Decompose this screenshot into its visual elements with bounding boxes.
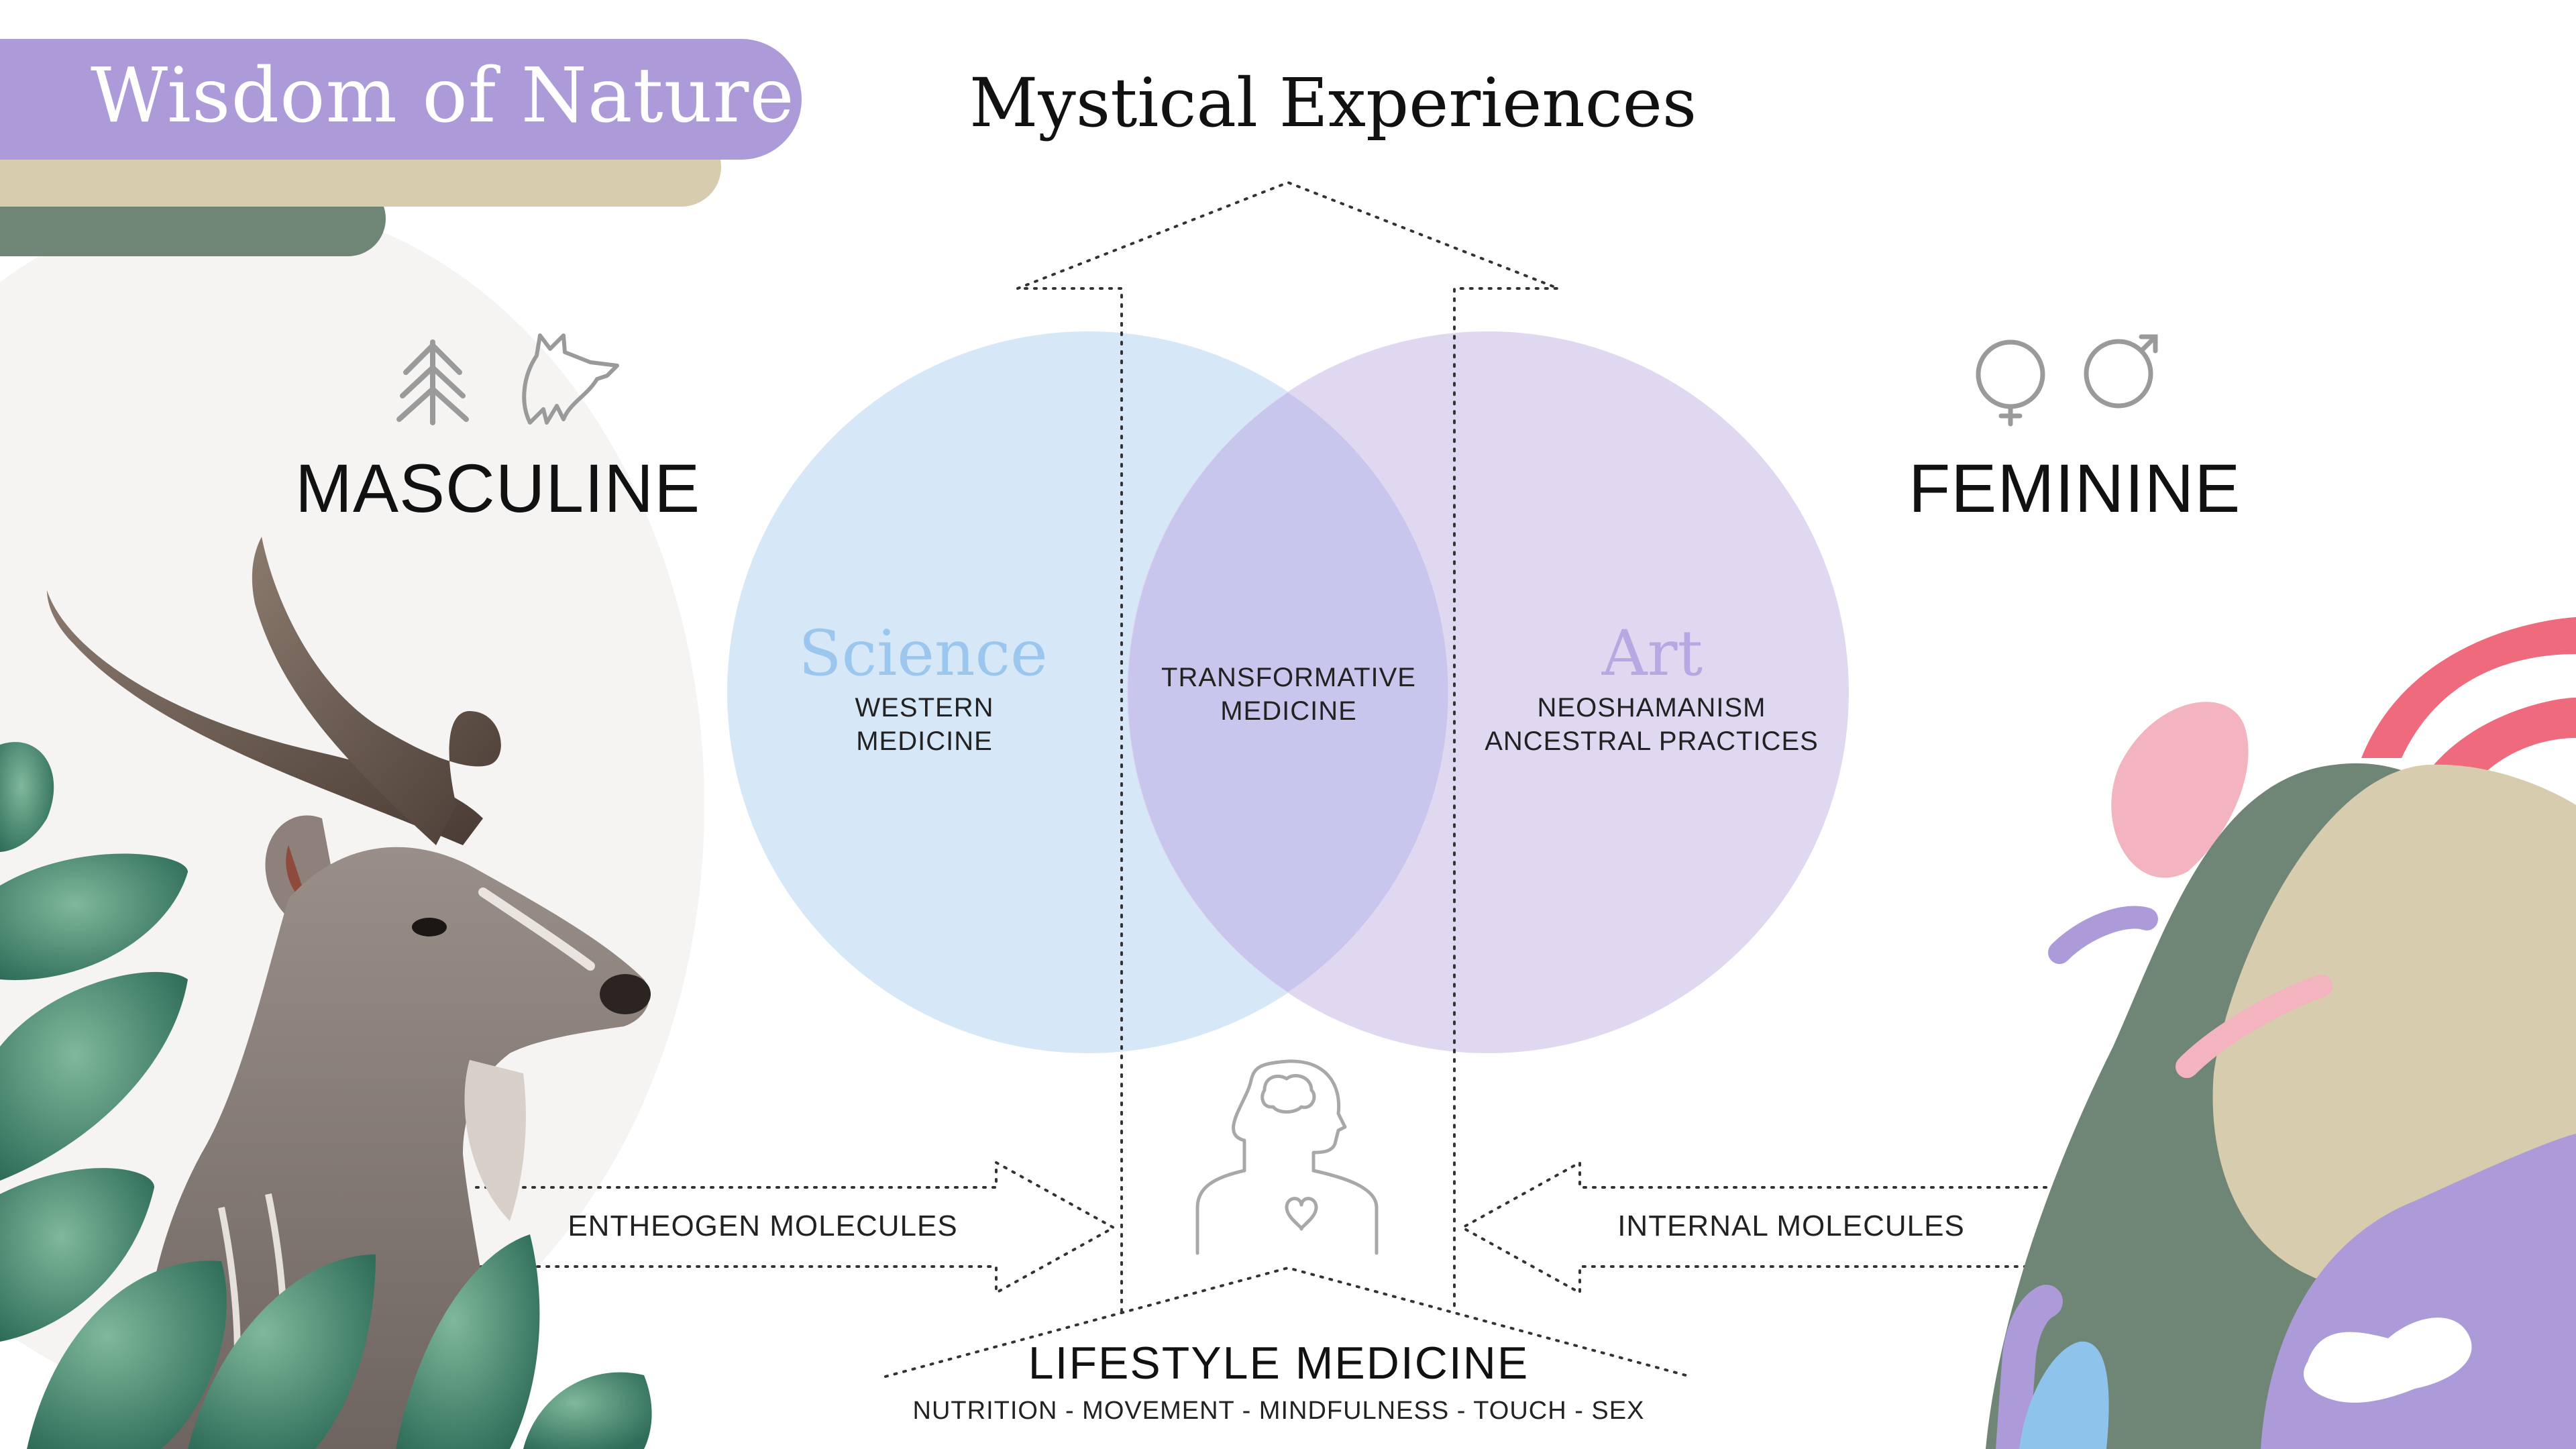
art-line-2: ANCESTRAL PRACTICES bbox=[1485, 727, 1819, 756]
internal-label: INTERNAL MOLECULES bbox=[1617, 1210, 1965, 1242]
upward-arrow bbox=[1017, 180, 1559, 1313]
venus-icon bbox=[1976, 339, 2045, 427]
abstract-decoration bbox=[1986, 617, 2576, 1449]
science-line-2: MEDICINE bbox=[856, 727, 993, 756]
feminine-label: FEMININE bbox=[1909, 450, 2241, 527]
lifestyle-roof bbox=[884, 1266, 1692, 1378]
science-line-1: WESTERN bbox=[855, 693, 994, 722]
art-title: Art bbox=[1601, 617, 1703, 690]
science-title: Science bbox=[798, 617, 1048, 690]
overlap-region bbox=[1128, 392, 1448, 992]
left-background-wash bbox=[0, 201, 704, 1409]
diagram-title: Mystical Experiences bbox=[969, 64, 1697, 142]
header-pill bbox=[0, 39, 802, 160]
overlap-line-1: TRANSFORMATIVE bbox=[1161, 663, 1416, 692]
entheogen-label: ENTHEOGEN MOLECULES bbox=[568, 1210, 958, 1242]
wolf-icon bbox=[522, 333, 619, 425]
header-title: Wisdom of Nature bbox=[91, 52, 795, 140]
mars-icon bbox=[2084, 334, 2158, 409]
tree-icon bbox=[396, 339, 469, 425]
art-line-1: NEOSHAMANISM bbox=[1537, 693, 1766, 722]
overlap-line-2: MEDICINE bbox=[1220, 696, 1357, 726]
lifestyle-subtitle: NUTRITION - MOVEMENT - MINDFULNESS - TOU… bbox=[912, 1397, 1645, 1425]
masculine-label: MASCULINE bbox=[295, 450, 701, 527]
leaves-illustration bbox=[0, 742, 652, 1449]
human-brain-heart-icon bbox=[1195, 1059, 1379, 1255]
lifestyle-title: LIFESTYLE MEDICINE bbox=[1028, 1338, 1529, 1389]
entheogen-arrow bbox=[475, 1160, 1117, 1295]
